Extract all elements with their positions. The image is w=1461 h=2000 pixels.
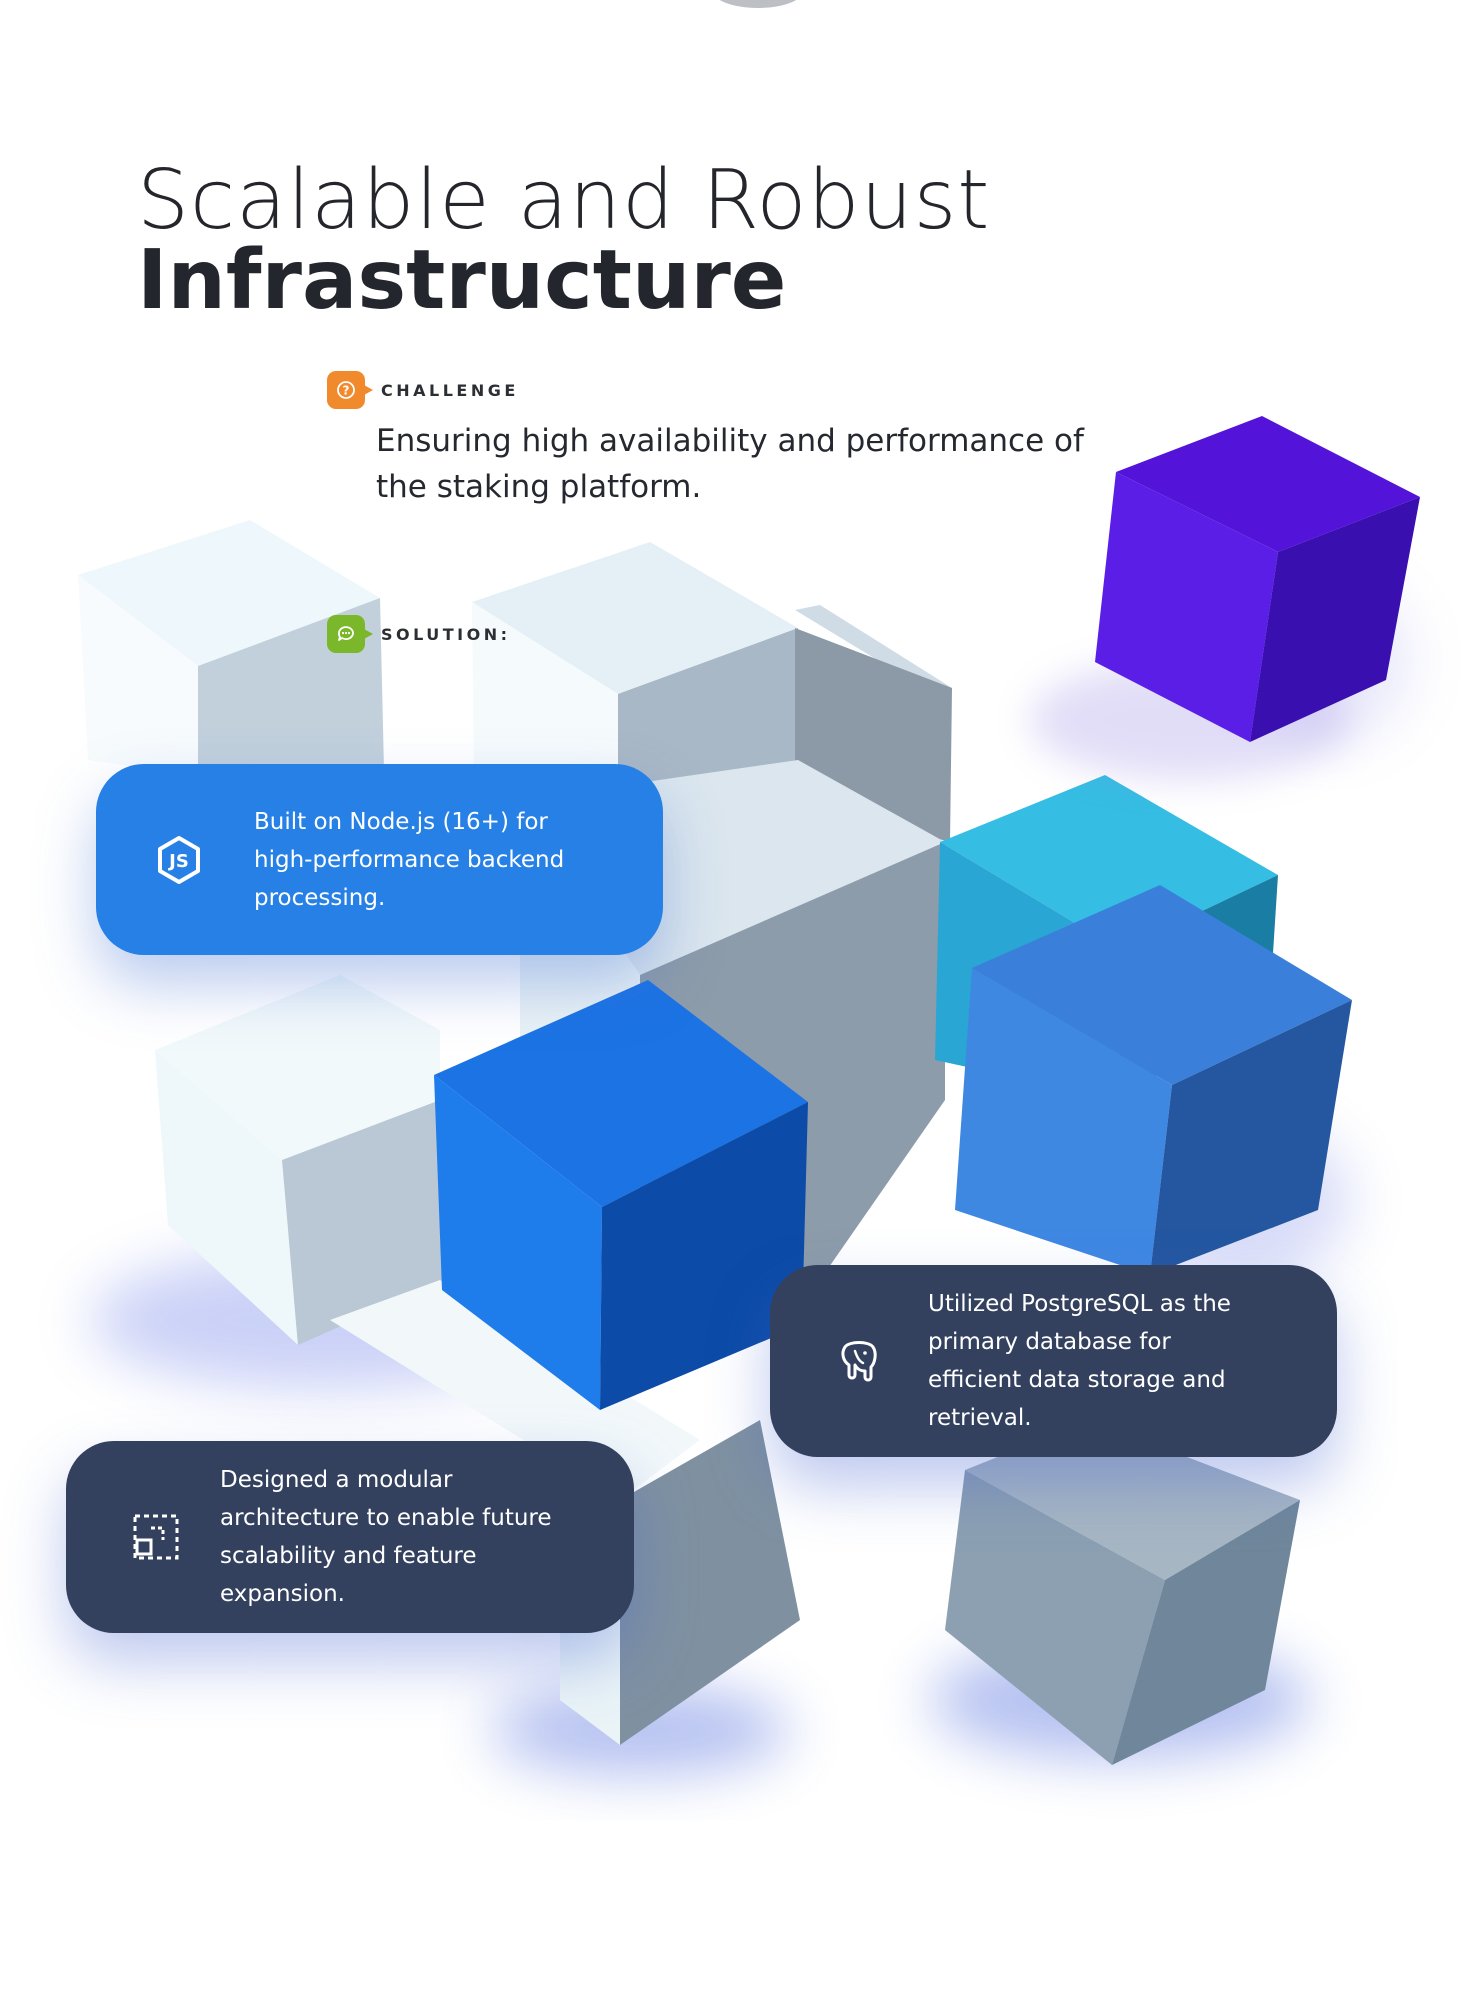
cube-grey-bottom-right xyxy=(945,1420,1300,1765)
cube-violet xyxy=(1030,416,1420,780)
challenge-tag: ? CHALLENGE xyxy=(327,371,519,409)
postgresql-elephant-icon xyxy=(834,1336,884,1386)
nodejs-card-text: Built on Node.js (16+) for high-performa… xyxy=(254,808,565,911)
top-edge-shape xyxy=(719,0,797,8)
nodejs-card: JS Built on Node.js (16+) for high-perfo… xyxy=(96,764,663,955)
svg-text:JS: JS xyxy=(167,851,189,872)
question-chat-icon: ? xyxy=(327,371,373,409)
nodejs-icon: JS xyxy=(154,835,204,885)
solution-tag: SOLUTION: xyxy=(327,615,511,653)
title-light: Scalable and Robust xyxy=(137,153,991,248)
postgresql-card-text: Utilized PostgreSQL as the primary datab… xyxy=(928,1291,1231,1431)
modular-card: Designed a modular architecture to enabl… xyxy=(66,1441,634,1633)
cube-blue-center xyxy=(434,980,808,1410)
page-title: Scalable and Robust Infrastructure xyxy=(137,153,991,328)
challenge-text: Ensuring high availability and performan… xyxy=(376,423,1084,505)
chat-bubble-icon xyxy=(327,615,373,653)
cube-light-blue xyxy=(955,885,1352,1275)
svg-text:?: ? xyxy=(343,384,350,398)
title-bold: Infrastructure xyxy=(137,233,787,328)
solution-label: SOLUTION: xyxy=(381,624,511,644)
postgresql-card: Utilized PostgreSQL as the primary datab… xyxy=(770,1265,1337,1457)
cube-white-back-mid xyxy=(472,542,798,800)
modular-card-text: Designed a modular architecture to enabl… xyxy=(220,1467,552,1607)
challenge-label: CHALLENGE xyxy=(381,380,519,400)
modular-blocks-icon xyxy=(132,1513,180,1561)
cube-white-lower-left xyxy=(155,975,445,1345)
